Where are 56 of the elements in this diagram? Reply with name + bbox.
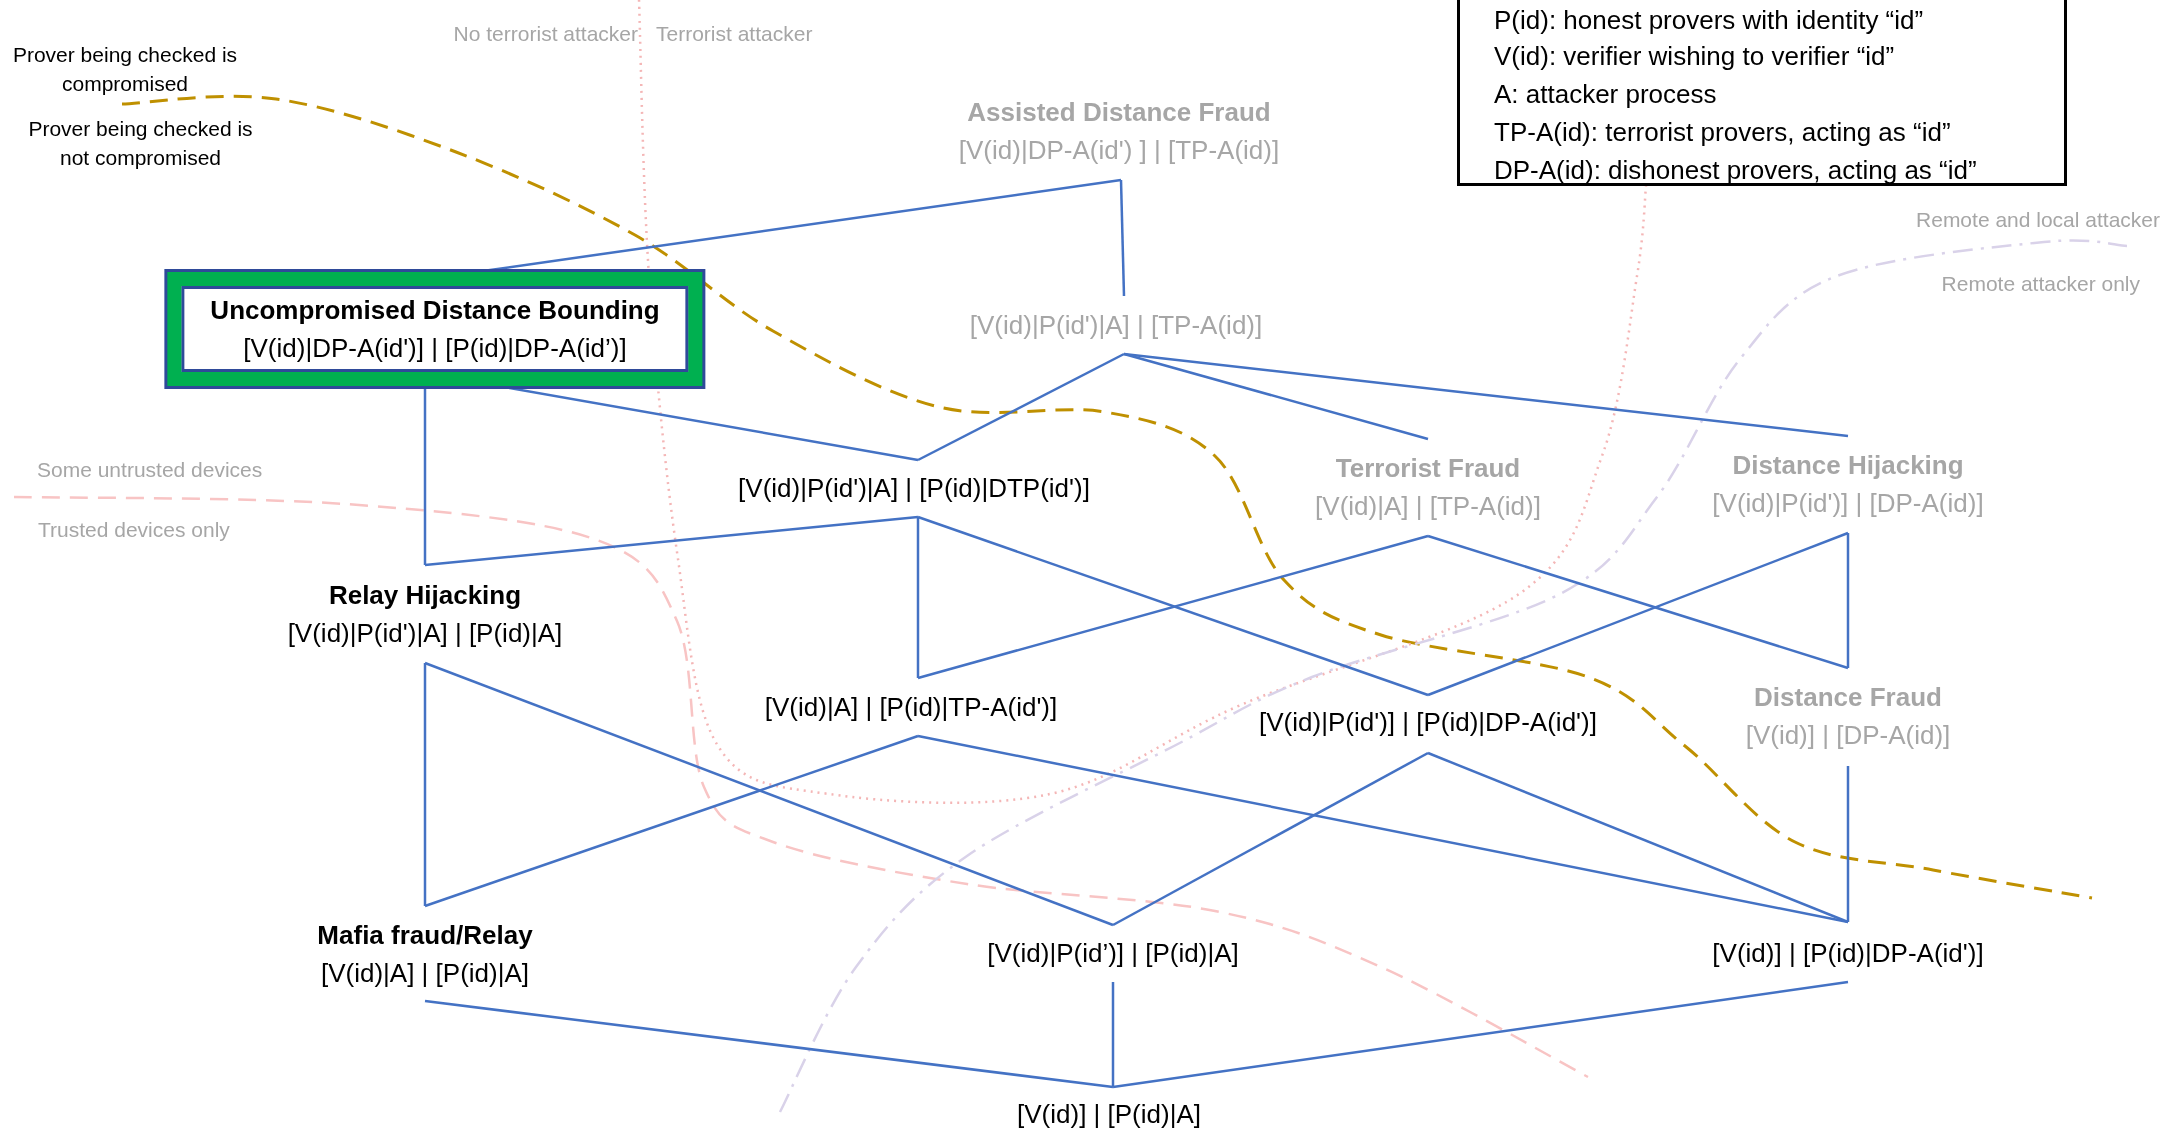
node-title: Distance Hijacking	[1731, 449, 1965, 482]
connector-line	[917, 534, 1429, 680]
node-label: [V(id)|A] | [P(id)|TP-A(id')]	[764, 688, 1058, 726]
node-label: [V(id)] | [P(id)|A]	[1017, 1095, 1201, 1133]
connector-line	[1123, 352, 1849, 438]
node-formula: [V(id)] | [DP-A(id)]	[1745, 719, 1951, 752]
region-label: Remote attacker only	[1940, 272, 2140, 296]
connector-line	[424, 661, 1114, 927]
node-title: Relay Hijacking	[327, 579, 523, 612]
node-title: Uncompromised Distance Bounding	[210, 294, 660, 327]
node-formula: [V(id)|P(id')|A] | [P(id)|A]	[287, 617, 563, 650]
region-label: Some untrusted devices	[37, 458, 263, 482]
connector-line	[424, 734, 919, 908]
node-title: Terrorist Fraud	[1334, 452, 1522, 485]
connector-line	[1427, 751, 1849, 924]
node-label: [V(id)|P(id')|A] | [P(id)|DTP(id')]	[738, 469, 1090, 507]
connector-line	[1846, 766, 1850, 922]
connector-line	[424, 999, 1114, 1089]
connector-line	[1427, 534, 1849, 670]
connector-line	[1846, 533, 1850, 668]
legend-entry: DP-A(id): dishonest provers, acting as “id”	[1494, 155, 1977, 186]
node-formula: [V(id)|DP-A(id')] | [P(id)|DP-A(id’)]	[242, 332, 628, 365]
node-title: Mafia fraud/Relay	[317, 919, 533, 952]
node-formula: [V(id)|A] | [P(id)|A]	[319, 957, 531, 990]
region-note: Prover being checked is compromised	[11, 42, 239, 97]
node-formula: [V(id)|P(id')] | [DP-A(id)]	[1712, 487, 1984, 520]
legend-entry: TP-A(id): terrorist provers, acting as “id”	[1494, 117, 1951, 148]
connector-line	[1112, 751, 1429, 927]
connector-line	[423, 663, 427, 906]
connector-line	[1111, 982, 1115, 1087]
node-label: [V(id)|P(id')|A] | [TP-A(id)]	[969, 306, 1263, 344]
connector-line	[1119, 179, 1126, 297]
connector-line	[916, 517, 920, 678]
connector-line	[423, 387, 427, 565]
node-title: Distance Fraud	[1753, 681, 1943, 714]
region-note: Prover being checked is not compromised	[27, 116, 254, 171]
legend-entry: A: attacker process	[1494, 79, 1717, 110]
legend-entry: V(id): verifier wishing to verifier “id”	[1494, 41, 1895, 72]
node-label: [V(id)|P(id’)] | [P(id)|A]	[987, 934, 1239, 972]
connector-line	[917, 515, 1429, 697]
region-label: Terrorist attacker	[656, 22, 813, 46]
connector-line	[424, 515, 919, 567]
node-title: Assisted Distance Fraud	[966, 96, 1272, 129]
node-formula: [V(id)|DP-A(id') ] | [TP-A(id)]	[958, 134, 1280, 167]
connector-line	[917, 734, 1849, 924]
region-label: Remote and local attacker	[1915, 208, 2160, 232]
connector-line	[1123, 352, 1429, 441]
connector-line	[1427, 531, 1849, 697]
node-formula: [V(id)|A] | [TP-A(id)]	[1315, 490, 1541, 523]
region-label: No terrorist attacker	[452, 22, 638, 46]
region-label: Trusted devices only	[38, 518, 230, 542]
connector-line	[917, 352, 1125, 462]
node-label: [V(id)] | [P(id)|DP-A(id')]	[1712, 934, 1984, 972]
connector-line	[1112, 980, 1849, 1089]
legend-entry: P(id): honest provers with identity “id”	[1494, 5, 1924, 36]
node-label: [V(id)|P(id')] | [P(id)|DP-A(id')]	[1259, 703, 1597, 741]
